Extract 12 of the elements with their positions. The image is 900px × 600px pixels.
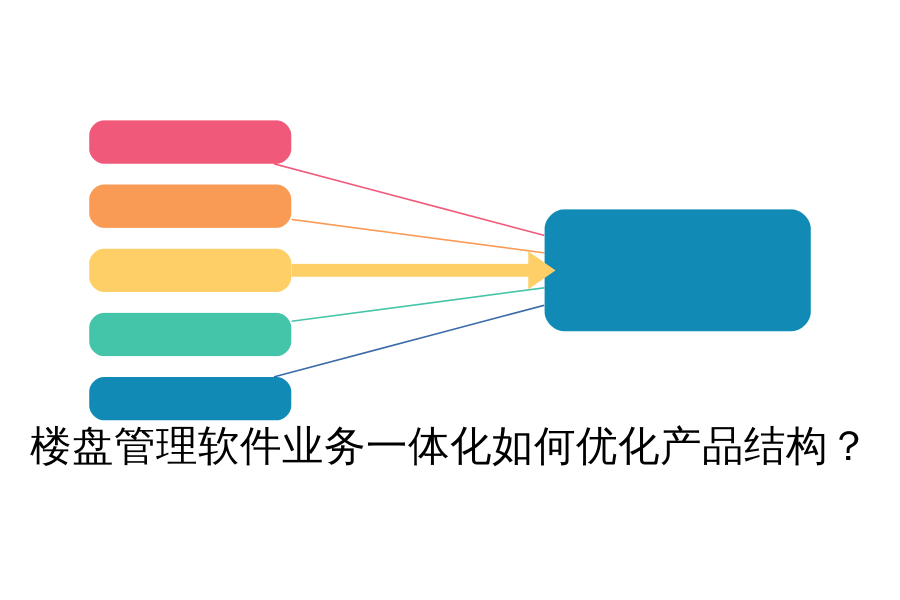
node-bar — [89, 376, 292, 420]
connector — [274, 304, 544, 378]
node-box — [544, 209, 811, 332]
node-bar — [89, 248, 292, 292]
arrow — [292, 251, 556, 290]
node-bar — [89, 312, 292, 356]
connector — [291, 218, 544, 254]
connector — [292, 287, 544, 322]
connector — [274, 163, 544, 236]
node-bar — [89, 120, 292, 164]
diagram-title: 楼盘管理软件业务一体化如何优化产品结构？ — [30, 421, 870, 470]
node-bar — [89, 184, 292, 228]
